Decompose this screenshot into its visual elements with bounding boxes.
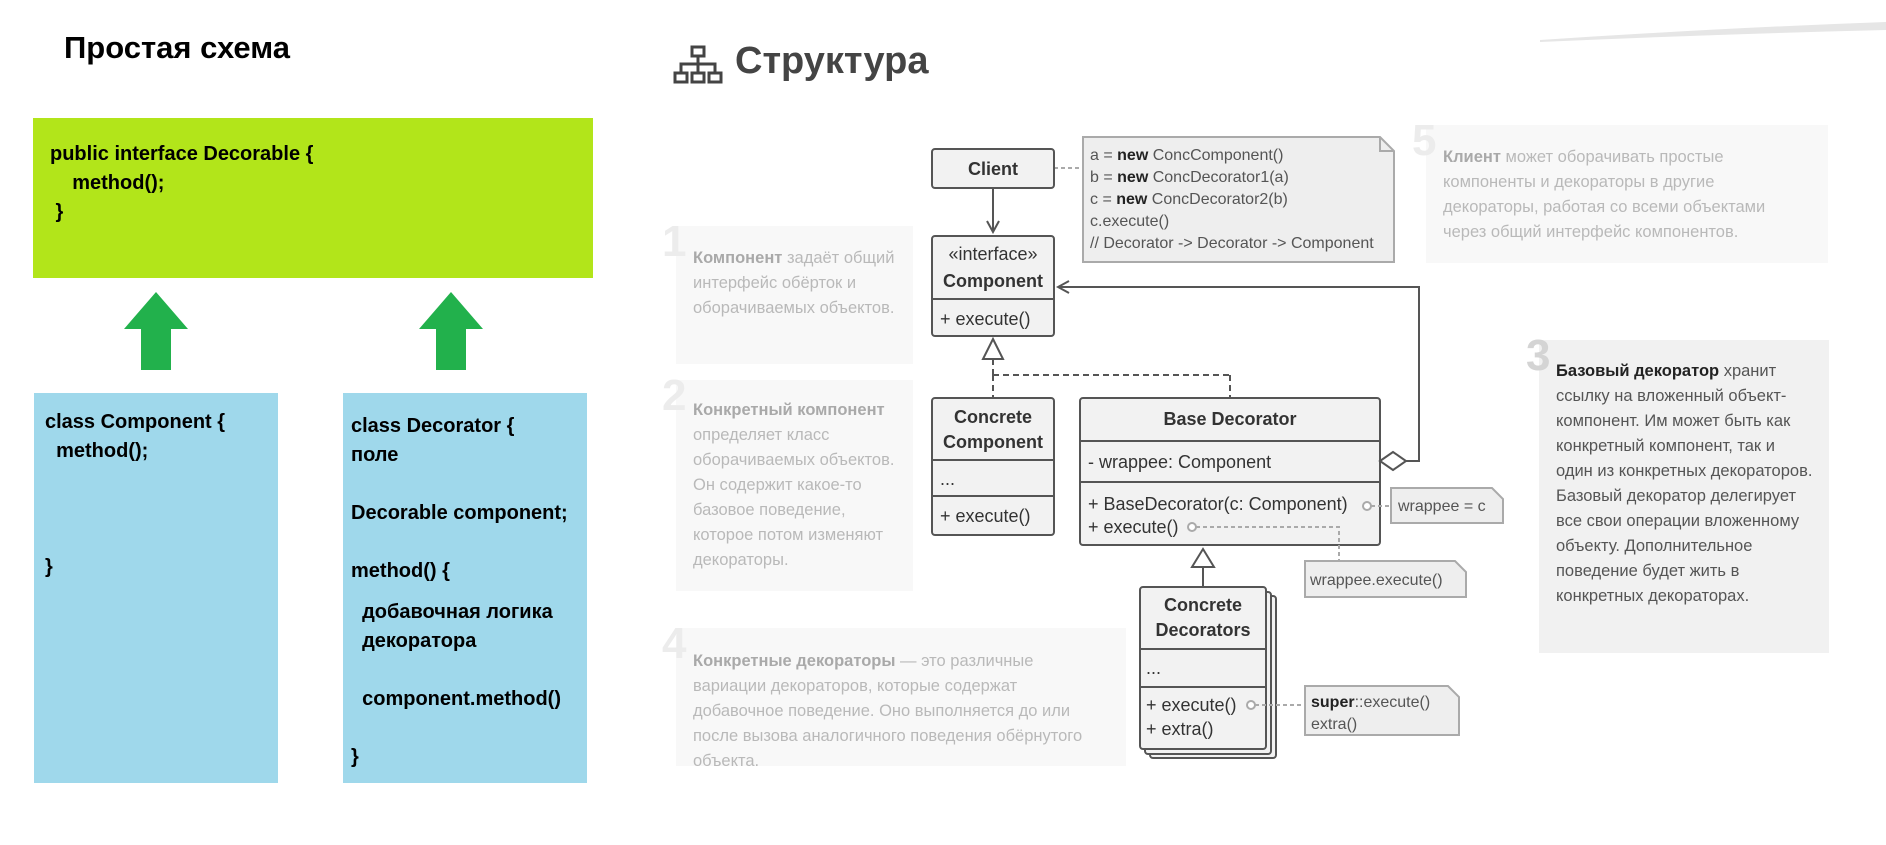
- aggregation-line: [1058, 287, 1420, 462]
- note-number: 4: [662, 619, 687, 668]
- component-interface-box: [931, 235, 1055, 337]
- concrete-decorators-name-2: Decorators: [1155, 620, 1250, 640]
- base-decorator-name: Base Decorator: [1163, 409, 1296, 429]
- code-line: }: [45, 556, 53, 578]
- hierarchy-icon: [673, 45, 723, 84]
- aggregation-diamond: [1378, 450, 1408, 472]
- note-term: Конкретный компонент: [693, 401, 885, 419]
- component-class-box: class Component { method(); }: [34, 393, 278, 783]
- code-line: component.method(): [351, 688, 561, 710]
- client-code-line-3: c = new ConcDecorator2(b): [1090, 191, 1288, 208]
- note-number: 1: [662, 217, 687, 266]
- client-code-line-1: a = new ConcComponent(): [1090, 147, 1283, 164]
- wrappee-note-text: wrappee = c: [1397, 498, 1486, 515]
- component-stereotype: «interface»: [948, 244, 1037, 264]
- code-line: поле: [351, 444, 399, 466]
- base-decorator-execute: + execute(): [1088, 517, 1179, 537]
- note-term: Конкретные декораторы: [693, 652, 896, 670]
- client-code-line-4: c.execute(): [1090, 213, 1169, 230]
- code-line: }: [351, 746, 359, 768]
- code-line: декоратора: [351, 630, 477, 652]
- concrete-component-box: [931, 397, 1055, 536]
- concrete-component-field: ...: [940, 469, 955, 489]
- note-term: Клиент: [1443, 148, 1501, 166]
- inheritance-arrowhead: [1190, 547, 1216, 568]
- concrete-component-name-1: Concrete: [954, 407, 1032, 427]
- interface-box: public interface Decorable { method(); }: [33, 118, 593, 278]
- code-line: public interface Decorable {: [50, 143, 314, 165]
- base-decorator-constructor: + BaseDecorator(c: Component): [1088, 494, 1348, 514]
- simple-scheme-title: Простая схема: [64, 30, 291, 65]
- concrete-decorators-name-1: Concrete: [1164, 595, 1242, 615]
- client-code-line-5: // Decorator -> Decorator -> Component: [1090, 235, 1374, 252]
- note-text: хранит ссылку на вложенный объект-компон…: [1556, 362, 1813, 605]
- super-note-line-2: extra(): [1311, 716, 1357, 733]
- concrete-component-operation: + execute(): [940, 506, 1031, 526]
- note-base-decorator: 3 Базовый декоратор хранит ссылку на вло…: [1526, 334, 1829, 653]
- wrappee-execute-note: [1304, 560, 1467, 598]
- code-line: class Component {: [45, 411, 226, 433]
- code-line: class Decorator {: [351, 415, 515, 437]
- note-term: Компонент: [693, 249, 783, 267]
- note-component: 1 Компонент задаёт общий интерфейс обёрт…: [662, 220, 913, 364]
- wrappee-execute-note-text: wrappee.execute(): [1309, 572, 1443, 589]
- realization-arrowhead: [981, 336, 1005, 360]
- super-note-line-1: super::execute(): [1311, 694, 1430, 711]
- client-code-line-2: b = new ConcDecorator1(a): [1090, 169, 1289, 186]
- code-line: }: [50, 201, 64, 223]
- implements-arrow-right: [419, 292, 483, 370]
- code-line: Decorable component;: [351, 502, 568, 524]
- concrete-decorators-box: [1139, 586, 1267, 750]
- super-execute-note: [1304, 685, 1460, 736]
- wrappee-note: [1390, 487, 1504, 524]
- client-label: Client: [968, 159, 1018, 179]
- code-line: method() {: [351, 560, 450, 582]
- base-decorator-box: [1079, 397, 1381, 546]
- decorator-class-box: class Decorator { поле Decorable compone…: [343, 393, 587, 783]
- super-note-call: ::execute(): [1355, 694, 1431, 711]
- keyword-new: new: [1117, 169, 1149, 186]
- component-name: Component: [943, 271, 1043, 291]
- note-text: — это различные вариации декораторов, ко…: [693, 652, 1083, 770]
- keyword-new: new: [1116, 191, 1148, 208]
- code-line: добавочная логика: [351, 601, 553, 623]
- base-decorator-field: - wrappee: Component: [1088, 452, 1271, 472]
- note-text: задаёт общий интерфейс обёрток и оборачи…: [693, 249, 895, 317]
- concrete-decorators-execute: + execute(): [1146, 695, 1237, 715]
- code-line: method();: [50, 172, 165, 194]
- keyword-new: new: [1117, 147, 1149, 164]
- structure-title: Структура: [735, 40, 929, 82]
- component-operation: + execute(): [940, 309, 1031, 329]
- code-line: method();: [45, 440, 149, 462]
- implements-arrow-left: [124, 292, 188, 370]
- note-number: 3: [1526, 331, 1551, 380]
- note-concrete-component: 2 Конкретный компонент определяет класс …: [662, 374, 913, 591]
- note-client: 5 Клиент может оборачивать простые компо…: [1412, 119, 1828, 263]
- note-text: может оборачивать простые компоненты и д…: [1443, 148, 1766, 241]
- concrete-decorators-field: ...: [1146, 658, 1161, 678]
- note-number: 5: [1412, 116, 1437, 165]
- note-concrete-decorators: 4 Конкретные декораторы — это различные …: [662, 622, 1126, 770]
- concrete-decorators-extra: + extra(): [1146, 719, 1214, 739]
- note-number: 2: [662, 371, 687, 420]
- note-text: определяет класс оборачиваемых объектов.…: [693, 426, 895, 569]
- client-code-note: [1082, 136, 1395, 263]
- concrete-component-name-2: Component: [943, 432, 1043, 452]
- decorative-swoosh: [1540, 22, 1886, 42]
- keyword-super: super: [1311, 694, 1355, 711]
- note-term: Базовый декоратор: [1556, 362, 1720, 380]
